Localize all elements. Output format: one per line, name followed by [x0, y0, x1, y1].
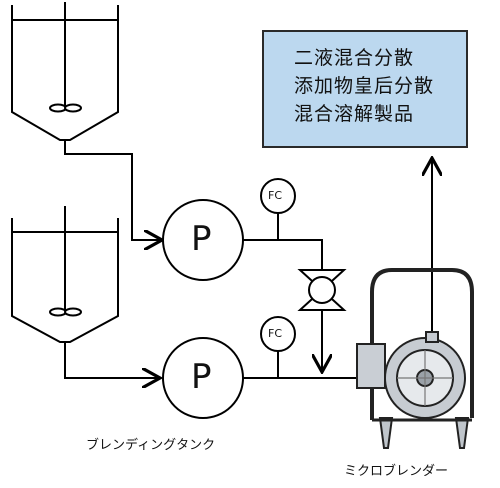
- upper-pump: [162, 199, 244, 281]
- output-products-box: 二液混合分散 添加物皇后分散 混合溶解製品: [262, 30, 468, 148]
- lower-flow-controller: [260, 316, 296, 352]
- lower-pump-label: P: [191, 357, 212, 397]
- upper-tank: [11, 2, 119, 141]
- lower-fc-label: FC: [268, 327, 283, 340]
- piping: [64, 140, 432, 378]
- tank-caption: ブレンディングタンク: [86, 438, 216, 453]
- lower-tank: [11, 206, 119, 343]
- lower-pump: [162, 337, 244, 419]
- output-line-2: 添加物皇后分散: [294, 75, 435, 97]
- output-line-3: 混合溶解製品: [294, 103, 415, 125]
- blender-caption: ミクロブレンダー: [344, 464, 449, 479]
- check-valve: [297, 269, 347, 311]
- output-line-1: 二液混合分散: [294, 47, 415, 69]
- upper-pump-label: P: [191, 219, 212, 259]
- upper-fc-label: FC: [268, 189, 283, 202]
- upper-flow-controller: [260, 178, 296, 214]
- micro-blender: [356, 268, 474, 449]
